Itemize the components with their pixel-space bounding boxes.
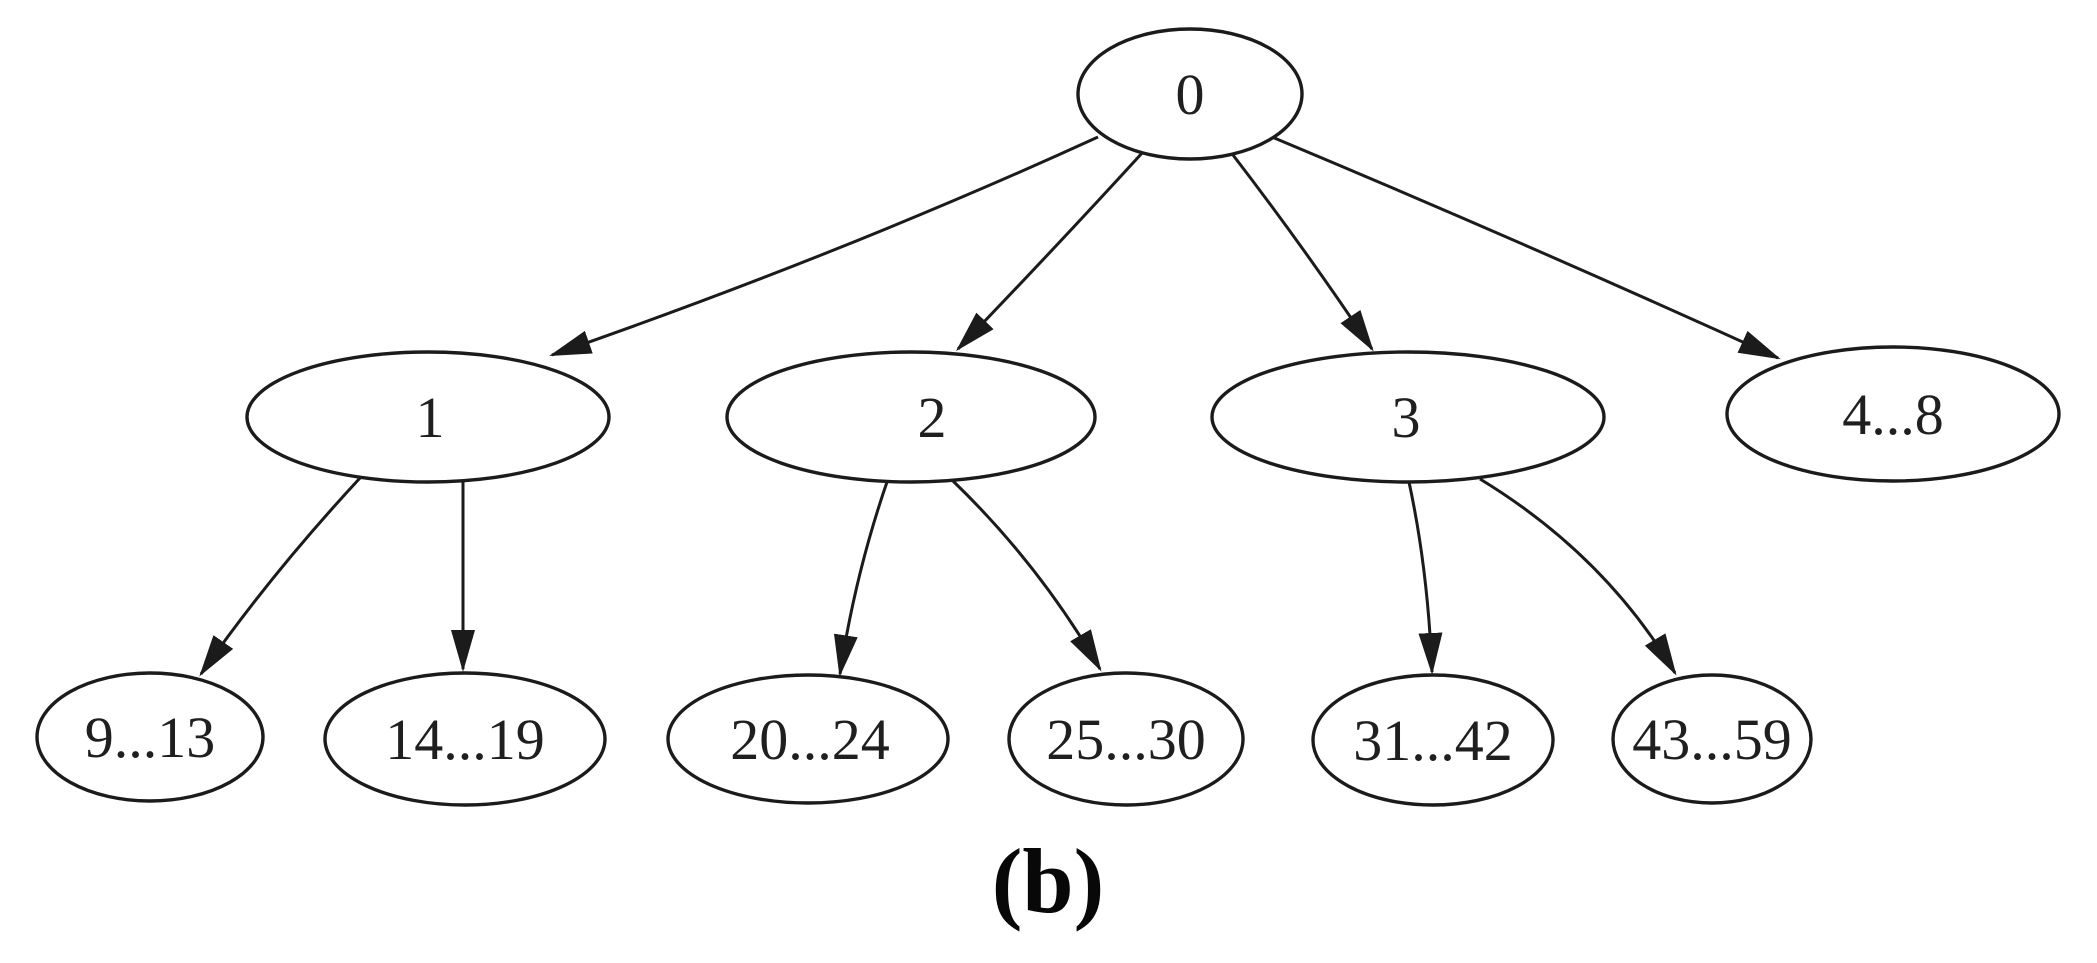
tree-edges [199, 135, 1781, 677]
edge-1-to-9-13 [199, 476, 362, 677]
edge-0-to-2 [955, 150, 1145, 352]
node-label-20-24: 20...24 [730, 707, 890, 772]
node-ellipse-0 [1076, 27, 1304, 161]
node-label-31-42: 31...42 [1353, 708, 1513, 773]
edge-2-to-25-30 [951, 479, 1102, 672]
node-ellipse-2 [725, 350, 1097, 484]
node-ellipse-14-19 [323, 671, 607, 807]
tree-node-9-13: 9...13 [35, 671, 265, 803]
node-ellipse-31-42 [1311, 673, 1555, 807]
node-ellipse-1 [245, 350, 611, 484]
tree-node-20-24: 20...24 [666, 673, 950, 805]
tree-node-0: 0 [1076, 27, 1304, 161]
node-label-3: 3 [1392, 385, 1421, 450]
edge-3-to-31-42 [1407, 481, 1443, 675]
tree-node-31-42: 31...42 [1311, 673, 1555, 807]
tree-node-43-59: 43...59 [1611, 673, 1813, 805]
node-label-4-8: 4...8 [1842, 382, 1944, 447]
figure-caption: (b) [992, 830, 1104, 932]
edge-0-to-4-8 [1271, 135, 1781, 360]
node-label-14-19: 14...19 [385, 707, 545, 772]
node-label-9-13: 9...13 [85, 705, 216, 770]
node-label-43-59: 43...59 [1632, 707, 1792, 772]
tree-node-3: 3 [1210, 350, 1606, 484]
node-ellipse-43-59 [1611, 673, 1813, 805]
edge-0-to-1 [549, 135, 1099, 357]
node-ellipse-20-24 [666, 673, 950, 805]
node-label-1: 1 [416, 385, 445, 450]
node-label-25-30: 25...30 [1046, 707, 1206, 772]
node-ellipse-9-13 [35, 671, 265, 803]
node-ellipse-25-30 [1007, 671, 1245, 807]
tree-node-2: 2 [725, 350, 1097, 484]
tree-nodes: 0 1 2 3 4...8 9...13 14...19 20...24 [35, 27, 2061, 807]
tree-node-4-8: 4...8 [1725, 345, 2061, 483]
edge-2-to-20-24 [833, 481, 889, 677]
node-ellipse-4-8 [1725, 345, 2061, 483]
node-label-0: 0 [1176, 62, 1205, 127]
tree-node-14-19: 14...19 [323, 671, 607, 807]
edge-3-to-43-59 [1479, 477, 1677, 676]
node-label-2: 2 [918, 385, 947, 450]
tree-node-25-30: 25...30 [1007, 671, 1245, 807]
node-ellipse-3 [1210, 350, 1606, 484]
tree-node-1: 1 [245, 350, 611, 484]
edge-0-to-3 [1231, 154, 1374, 352]
